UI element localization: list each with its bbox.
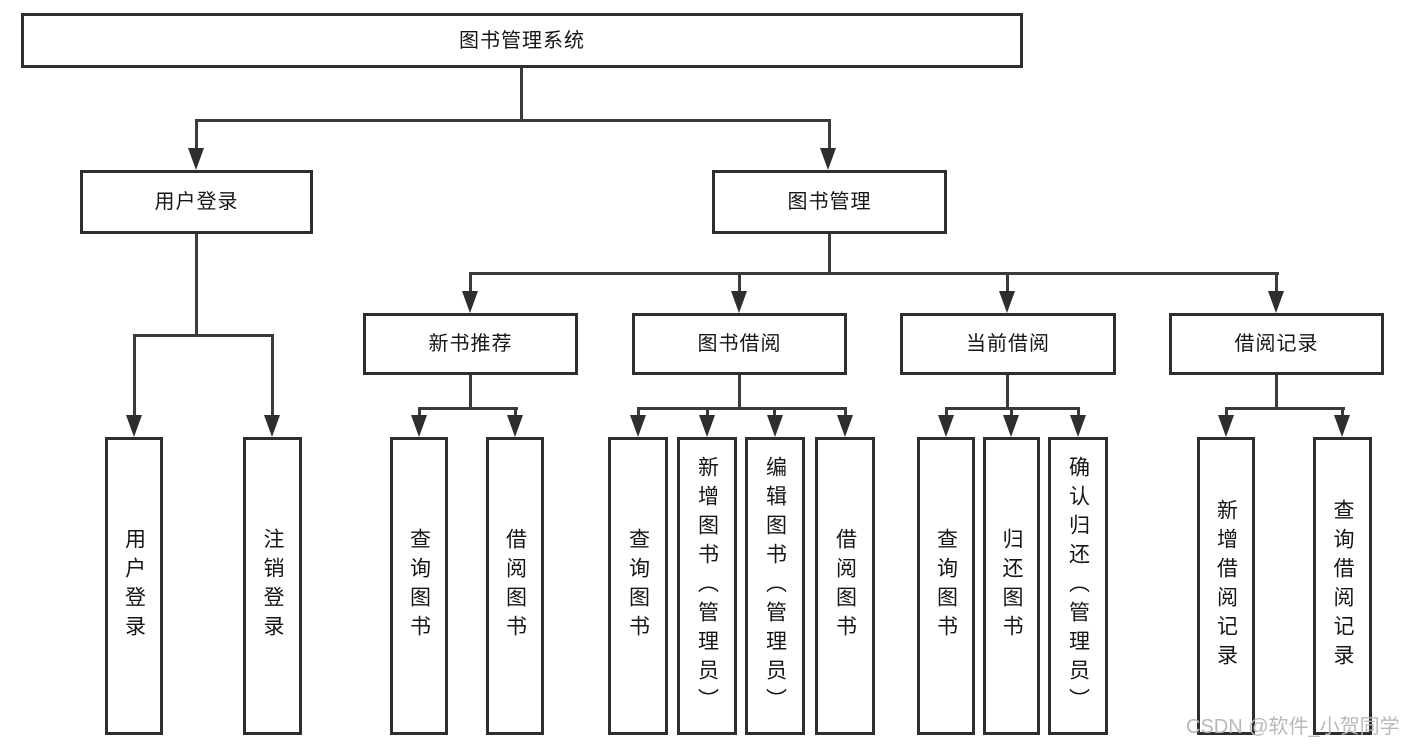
csdn-watermark: CSDN @软件_小贺同学 [1186,716,1400,738]
connector-line [945,407,948,419]
connector-line [1010,407,1013,419]
connector-line [520,68,523,122]
node-leaf-query-books-2: 查询图书 [608,437,668,735]
leaf-label: 查询图书 [407,528,431,644]
arrowhead-icon [837,415,853,437]
connector-line [418,407,421,419]
connector-line [1225,407,1228,419]
connector-line [1275,375,1278,410]
connector-line [828,119,831,152]
node-leaf-add-borrow-record: 新增借阅记录 [1197,437,1255,735]
connector-line [469,272,1279,275]
arrowhead-icon [1218,415,1234,437]
connector-line [706,407,709,419]
leaf-label: 编辑图书（管理员） [763,455,787,717]
node-book-management: 图书管理 [712,170,947,234]
node-library-management-system: 图书管理系统 [21,13,1023,68]
connector-line [738,272,741,294]
node-current-borrow: 当前借阅 [900,313,1116,375]
connector-line [133,334,274,337]
leaf-label: 注销登录 [261,528,284,644]
connector-line [828,234,831,275]
connector-line [1225,407,1345,410]
leaf-label: 新增借阅记录 [1214,499,1238,673]
connector-line [195,119,198,152]
connector-line [637,407,640,419]
connector-line [133,334,136,417]
node-leaf-query-borrow-record: 查询借阅记录 [1313,437,1372,735]
arrowhead-icon [411,415,427,437]
leaf-label: 借阅图书 [833,528,857,644]
connector-line [1006,375,1009,410]
connector-line [773,407,776,419]
connector-line [1341,407,1344,419]
connector-line [1006,272,1009,294]
arrowhead-icon [999,291,1015,313]
node-leaf-user-login: 用户登录 [105,437,163,735]
connector-line [1077,407,1080,419]
arrowhead-icon [507,415,523,437]
connector-line [418,407,518,410]
connector-line [469,272,472,294]
arrowhead-icon [731,291,747,313]
connector-line [514,407,517,419]
arrowhead-icon [820,148,836,170]
node-new-book-recommend: 新书推荐 [363,313,578,375]
connector-line [637,407,847,410]
connector-line [195,119,831,122]
node-leaf-borrow-books-1: 借阅图书 [486,437,544,735]
connector-line [469,375,472,410]
node-leaf-return-book: 归还图书 [983,437,1040,735]
node-leaf-query-books-1: 查询图书 [390,437,448,735]
connector-line [195,234,198,337]
arrowhead-icon [264,415,280,437]
connector-line [1275,272,1278,294]
node-leaf-borrow-books-2: 借阅图书 [815,437,875,735]
node-leaf-confirm-return-admin: 确认归还（管理员） [1048,437,1108,735]
node-leaf-edit-book-admin: 编辑图书（管理员） [745,437,805,735]
connector-line [738,375,741,410]
arrowhead-icon [630,415,646,437]
node-leaf-add-book-admin: 新增图书（管理员） [677,437,737,735]
leaf-label: 用户登录 [122,528,146,644]
node-leaf-logout: 注销登录 [243,437,302,735]
node-leaf-query-books-3: 查询图书 [917,437,975,735]
leaf-label: 借阅图书 [503,528,527,644]
arrowhead-icon [938,415,954,437]
leaf-label: 查询借阅记录 [1331,499,1354,673]
arrowhead-icon [1070,415,1086,437]
node-borrow-records: 借阅记录 [1169,313,1384,375]
leaf-label: 确认归还（管理员） [1066,455,1090,717]
arrowhead-icon [1334,415,1350,437]
arrowhead-icon [126,415,142,437]
node-user-login: 用户登录 [80,170,313,234]
connector-line [844,407,847,419]
arrowhead-icon [699,415,715,437]
connector-line [271,334,274,417]
node-book-borrow: 图书借阅 [632,313,847,375]
leaf-label: 查询图书 [934,528,958,644]
arrowhead-icon [188,148,204,170]
arrowhead-icon [462,291,478,313]
arrowhead-icon [767,415,783,437]
leaf-label: 归还图书 [1000,528,1023,644]
arrowhead-icon [1268,291,1284,313]
leaf-label: 新增图书（管理员） [695,455,719,717]
leaf-label: 查询图书 [626,528,650,644]
arrowhead-icon [1003,415,1019,437]
